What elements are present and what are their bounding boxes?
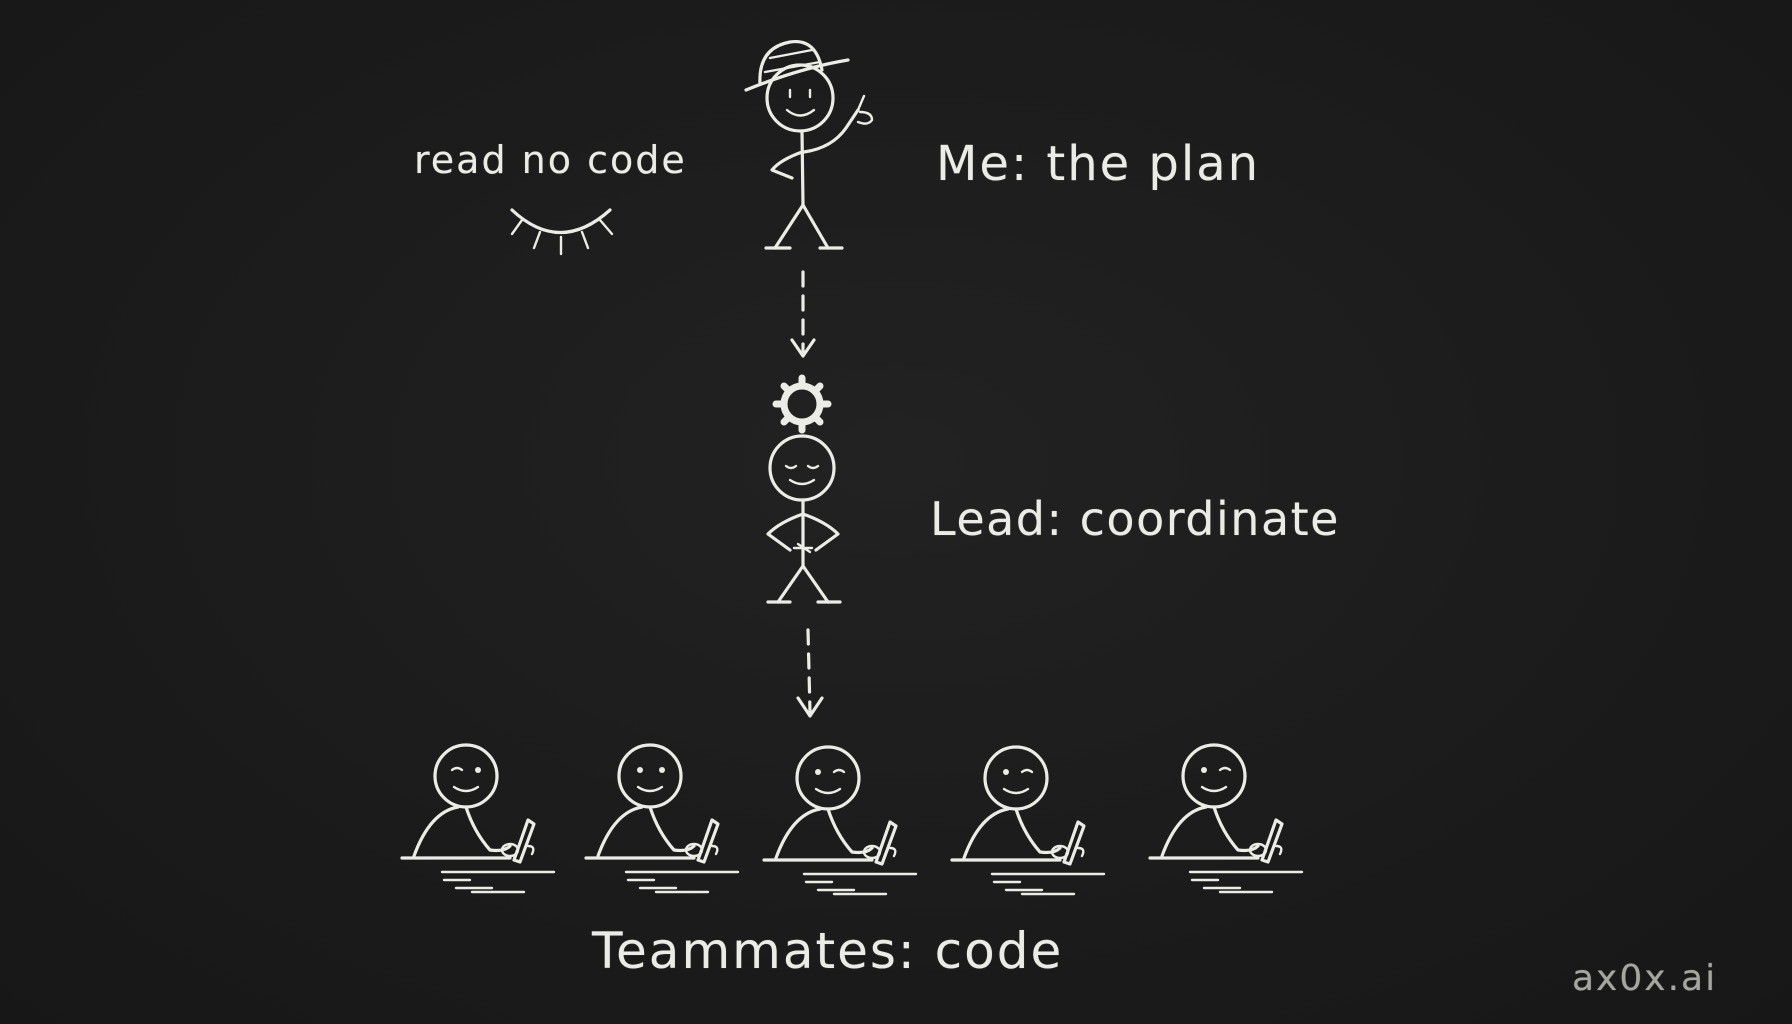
- pen-icon: [1260, 818, 1284, 864]
- pen-icon: [512, 818, 536, 864]
- pen-icon: [696, 818, 720, 864]
- me-label: Me: the plan: [936, 136, 1261, 192]
- teammate-figure: [762, 745, 918, 896]
- closed-eye-icon: [510, 208, 614, 256]
- arrow-down-icon: [796, 628, 824, 718]
- pen-icon: [1062, 820, 1086, 866]
- hat-icon: [744, 39, 850, 92]
- lead-label: Lead: coordinate: [930, 492, 1340, 546]
- teammates-label: Teammates: code: [592, 922, 1064, 980]
- teammate-figure: [584, 743, 740, 894]
- brand-watermark: ax0x.ai: [1572, 958, 1718, 999]
- me-figure: [744, 39, 874, 250]
- teammate-figure: [1148, 743, 1304, 894]
- gear-icon: [772, 374, 832, 434]
- teammate-figure: [400, 743, 556, 894]
- lead-figure: [766, 434, 842, 604]
- arrow-down-icon: [790, 270, 816, 358]
- read-no-code-label: read no code: [414, 138, 687, 182]
- pen-icon: [874, 820, 898, 866]
- teammate-figure: [950, 745, 1106, 896]
